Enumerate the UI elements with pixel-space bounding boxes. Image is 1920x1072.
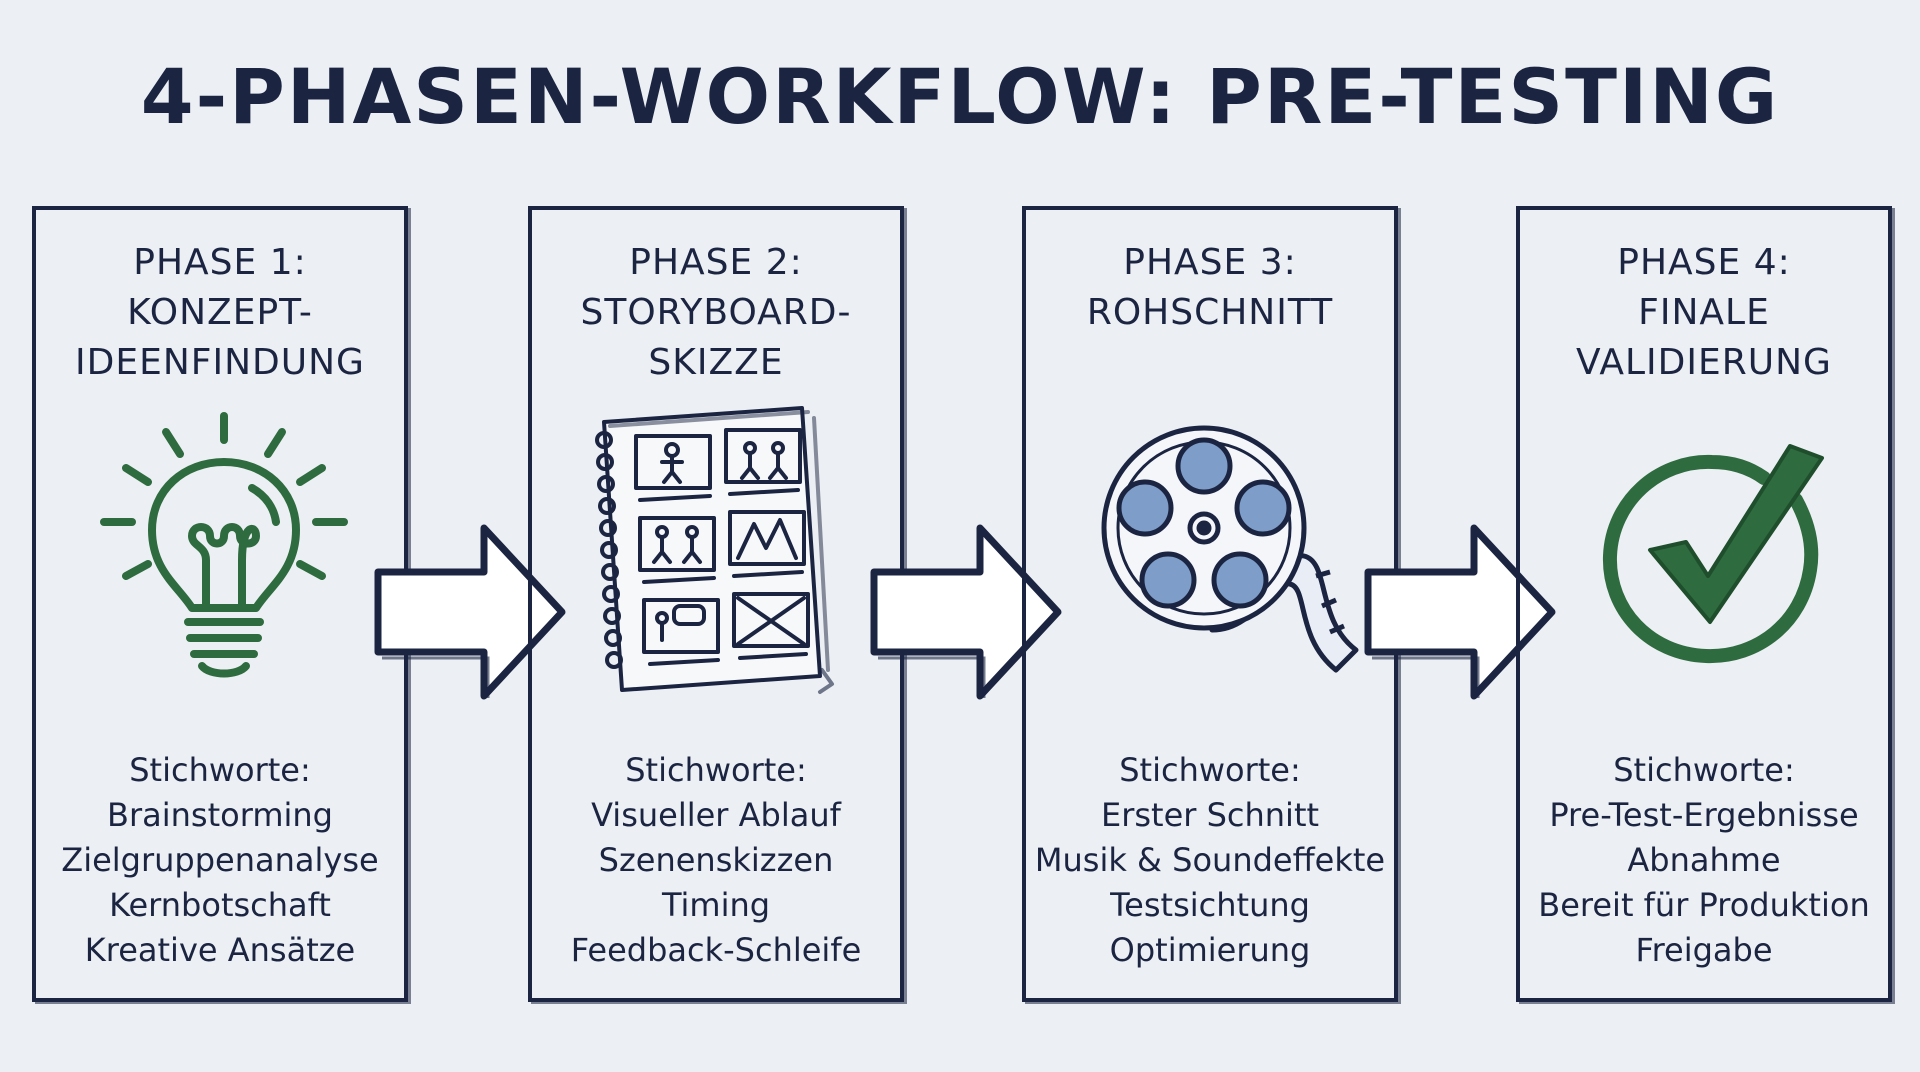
storyboard-icon [595,406,834,694]
keywords-label: Stichworte: [1119,751,1301,789]
phase-1-heading-line: PHASE 1: [133,242,307,283]
arrow-right-icon [870,524,1062,700]
phase-1-heading-line: KONZEPT- [127,292,313,333]
keyword-item: Abnahme [1627,841,1781,879]
keyword-item: Testsichtung [1110,886,1310,924]
phase-4-heading-line: VALIDIERUNG [1576,342,1832,383]
page-title: 4-PHASEN-WORKFLOW: PRE-TESTING [140,52,1780,141]
phase-card-2: PHASE 2: STORYBOARD- SKIZZE [528,206,904,1002]
phase-card-1: PHASE 1: KONZEPT- IDEENFINDUNG [32,206,408,1002]
keyword-item: Zielgruppenanalyse [61,841,379,879]
phase-3-heading: PHASE 3: ROHSCHNITT [1026,238,1394,338]
keyword-item: Timing [661,886,771,924]
phase-3-heading-line: PHASE 3: [1123,242,1297,283]
keywords-label: Stichworte: [625,751,807,789]
phase-3-keywords: Stichworte: Erster Schnitt Musik & Sound… [1026,748,1394,973]
keyword-item: Optimierung [1109,931,1311,969]
film-reel-icon [1101,425,1359,673]
keyword-item: Pre-Test-Ergebnisse [1549,796,1859,834]
phase-4-heading-line: PHASE 4: [1617,242,1791,283]
keyword-item: Brainstorming [107,796,333,834]
phase-card-3: PHASE 3: ROHSCHNITT Stichworte: Erster S… [1022,206,1398,1002]
phase-card-4: PHASE 4: FINALE VALIDIERUNG Stichworte: … [1516,206,1892,1002]
phase-1-keywords: Stichworte: Brainstorming Zielgruppenana… [36,748,404,973]
keyword-item: Musik & Soundeffekte [1034,841,1386,879]
phase-2-heading-line: SKIZZE [648,342,784,383]
phase-4-heading: PHASE 4: FINALE VALIDIERUNG [1520,238,1888,388]
keywords-label: Stichworte: [1613,751,1795,789]
keyword-item: Szenenskizzen [598,841,834,879]
keywords-label: Stichworte: [129,751,311,789]
checkmark-circle-icon [1602,444,1824,664]
phase-4-keywords: Stichworte: Pre-Test-Ergebnisse Abnahme … [1520,748,1888,973]
keyword-item: Visueller Ablauf [591,796,841,834]
phase-2-heading-line: STORYBOARD- [580,292,852,333]
phase-1-heading: PHASE 1: KONZEPT- IDEENFINDUNG [36,238,404,388]
phase-3-heading-line: ROHSCHNITT [1086,292,1334,333]
keyword-item: Bereit für Produktion [1538,886,1870,924]
phase-2-heading: PHASE 2: STORYBOARD- SKIZZE [532,238,900,388]
phase-1-heading-line: IDEENFINDUNG [75,342,365,383]
phase-2-keywords: Stichworte: Visueller Ablauf Szenenskizz… [532,748,900,973]
arrow-right-icon [374,524,566,700]
lightbulb-icon [100,412,348,678]
keyword-item: Freigabe [1635,931,1773,969]
phase-4-heading-line: FINALE [1638,292,1770,333]
keyword-item: Erster Schnitt [1100,796,1320,834]
keyword-item: Kreative Ansätze [84,931,356,969]
arrow-right-icon [1364,524,1556,700]
phase-2-heading-line: PHASE 2: [629,242,803,283]
keyword-item: Kernbotschaft [109,886,331,924]
keyword-item: Feedback-Schleife [570,931,862,969]
